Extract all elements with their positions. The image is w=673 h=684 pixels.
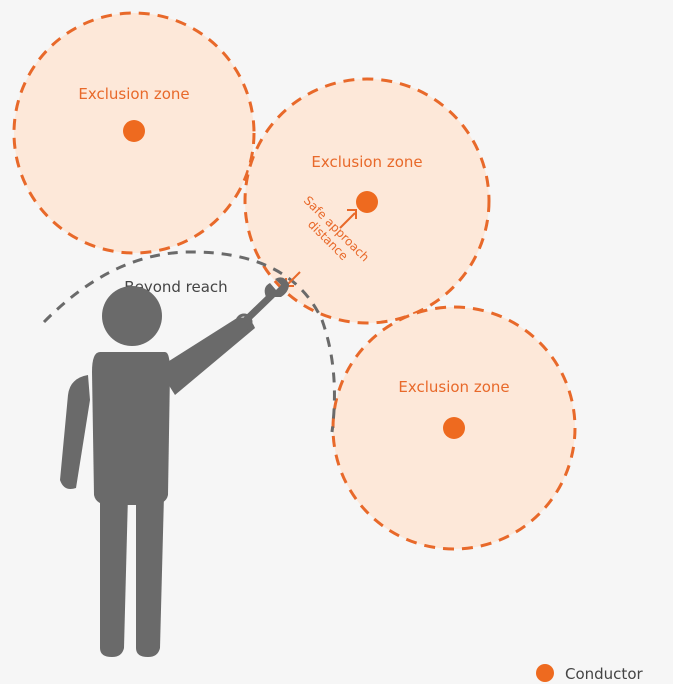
reach-arc (42, 250, 336, 433)
exclusion-zone-3: Exclusion zone (331, 305, 577, 551)
legend: Conductor (536, 664, 643, 683)
person-torso (92, 352, 170, 505)
conductor-dot (443, 417, 465, 439)
zone-label: Exclusion zone (311, 153, 422, 171)
exclusion-zone-1: Exclusion zone (12, 11, 256, 255)
conductor-dot (123, 120, 145, 142)
conductor-dot (356, 191, 378, 213)
person-left-leg (100, 495, 128, 657)
conductor-dot-icon (536, 664, 554, 682)
person-right-arm (158, 317, 255, 395)
zone-label: Exclusion zone (398, 378, 509, 396)
person-left-arm (60, 375, 90, 489)
legend-label: Conductor (565, 665, 643, 683)
wrench-icon (235, 277, 289, 331)
person-head (102, 286, 162, 346)
beyond-reach-label: Beyond reach (124, 278, 227, 296)
person-with-wrench-icon (60, 277, 289, 657)
exclusion-zone-2: Exclusion zone (243, 77, 491, 325)
zone-label: Exclusion zone (78, 85, 189, 103)
person-right-leg (136, 495, 164, 657)
